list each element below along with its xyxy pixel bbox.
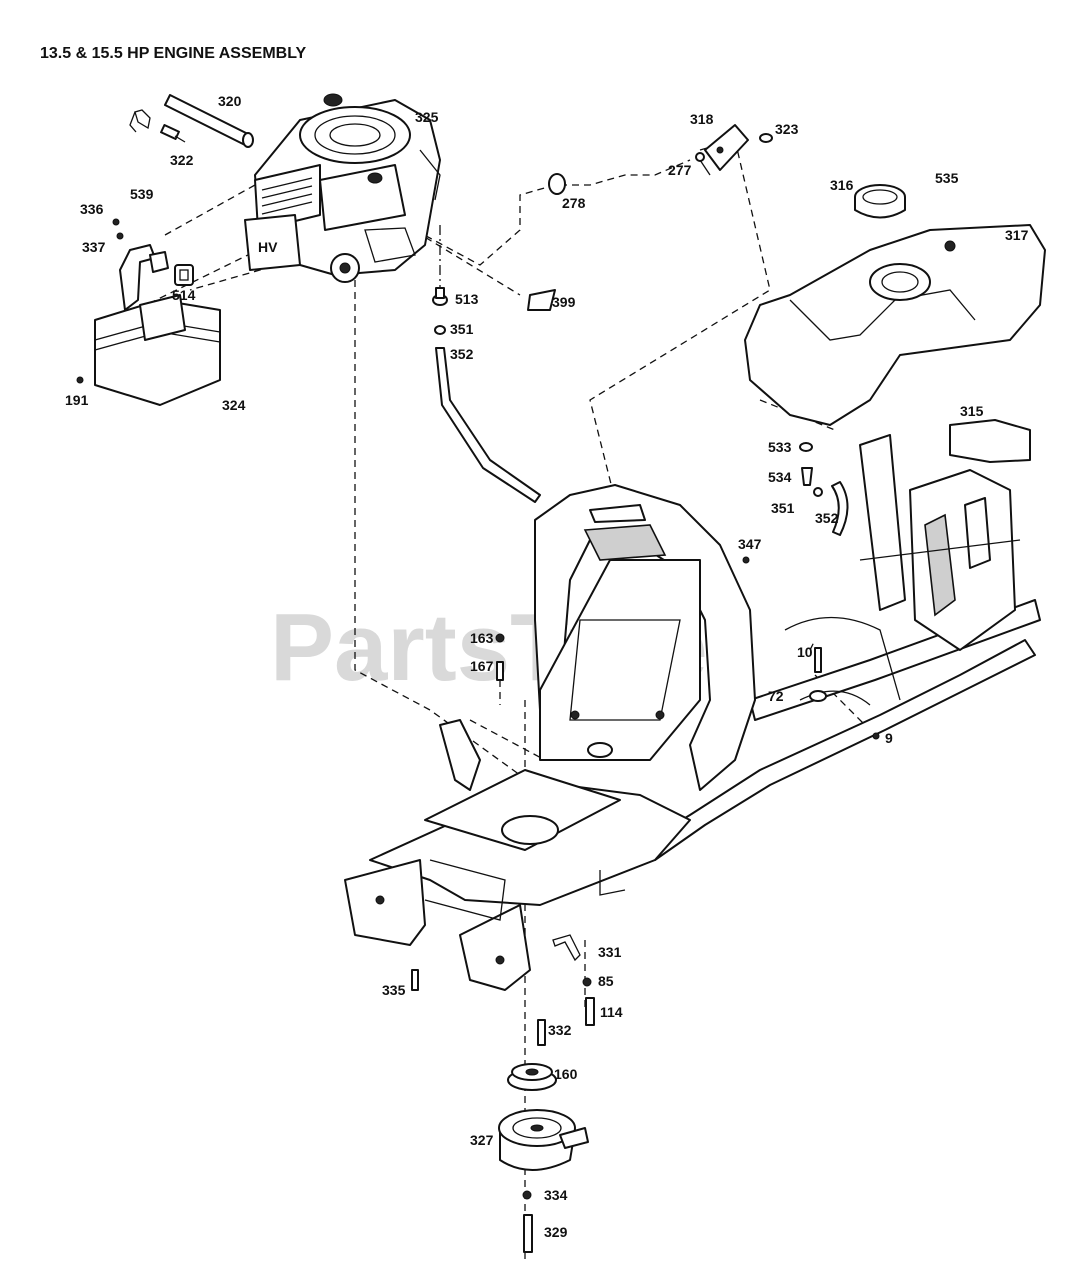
callout-324: 324 xyxy=(222,397,246,413)
plate-315 xyxy=(949,419,1031,463)
callout-347: 347 xyxy=(738,536,762,552)
bolt-335 xyxy=(411,969,419,991)
nut-9 xyxy=(872,732,880,740)
fuel-line-left xyxy=(432,287,541,503)
callout-352-right: 352 xyxy=(815,510,839,526)
callout-114: 114 xyxy=(600,1004,623,1020)
muffler-324 xyxy=(94,244,221,406)
callout-351-left: 351 xyxy=(450,321,474,337)
svg-text:HV: HV xyxy=(258,239,278,255)
callout-316: 316 xyxy=(830,177,854,193)
tube-320 xyxy=(164,94,254,148)
callout-labels: 320 325 539 322 336 337 514 191 324 318 … xyxy=(65,93,1029,1240)
engine-325: HV xyxy=(244,93,441,283)
callout-332: 332 xyxy=(548,1022,572,1038)
callout-278: 278 xyxy=(562,195,586,211)
callout-277: 277 xyxy=(668,162,692,178)
callout-10: 10 xyxy=(797,644,813,660)
callout-9: 9 xyxy=(885,730,893,746)
callout-317: 317 xyxy=(1005,227,1029,243)
callout-85: 85 xyxy=(598,973,614,989)
callout-315: 315 xyxy=(960,403,984,419)
callout-160: 160 xyxy=(554,1066,578,1082)
callout-325: 325 xyxy=(415,109,439,125)
callout-399: 399 xyxy=(552,294,576,310)
callout-539: 539 xyxy=(130,186,154,202)
callout-327: 327 xyxy=(470,1132,494,1148)
grommet-278 xyxy=(548,173,566,195)
callout-163: 163 xyxy=(470,630,494,646)
callout-352-left: 352 xyxy=(450,346,474,362)
callout-534: 534 xyxy=(768,469,792,485)
key-332 xyxy=(537,1019,546,1046)
callout-337: 337 xyxy=(82,239,106,255)
bracket-318 xyxy=(695,124,773,176)
dash-console xyxy=(534,484,756,791)
clip-399 xyxy=(527,289,556,311)
callout-335: 335 xyxy=(382,982,406,998)
screw-336 xyxy=(112,218,120,226)
callout-336: 336 xyxy=(80,201,104,217)
callout-322: 322 xyxy=(170,152,194,168)
pulley-160 xyxy=(507,1063,557,1091)
callout-533: 533 xyxy=(768,439,792,455)
callout-351-right: 351 xyxy=(771,500,795,516)
gasket-514 xyxy=(174,264,194,286)
callout-513: 513 xyxy=(455,291,479,307)
callout-191: 191 xyxy=(65,392,89,408)
clutch-327 xyxy=(498,1109,589,1171)
callout-514: 514 xyxy=(172,287,196,303)
frame-chassis xyxy=(639,434,1041,861)
bolt-167 xyxy=(496,661,504,681)
nut-323 xyxy=(759,133,773,143)
callout-331: 331 xyxy=(598,944,622,960)
diagram-title: 13.5 & 15.5 HP ENGINE ASSEMBLY xyxy=(40,45,307,62)
nut-163 xyxy=(495,633,505,643)
pin-331 xyxy=(552,934,581,962)
callout-72: 72 xyxy=(768,688,784,704)
fuel-cap-316 xyxy=(854,184,906,219)
callout-318: 318 xyxy=(690,111,714,127)
callout-320: 320 xyxy=(218,93,242,109)
callout-535: 535 xyxy=(935,170,959,186)
screw-337 xyxy=(116,232,124,240)
callout-329: 329 xyxy=(544,1224,568,1240)
washer-72 xyxy=(809,690,827,702)
callout-334: 334 xyxy=(544,1187,568,1203)
callout-167: 167 xyxy=(470,658,494,674)
fuel-line-right xyxy=(799,442,849,536)
screw-347 xyxy=(742,556,750,564)
screw-191 xyxy=(76,376,84,384)
washer-85 xyxy=(582,977,592,987)
bolt-329 xyxy=(523,1214,533,1253)
fuel-tank-317 xyxy=(744,224,1046,426)
bolt-10 xyxy=(814,647,822,673)
callout-323: 323 xyxy=(775,121,799,137)
bolt-114 xyxy=(585,997,595,1026)
clip-277 xyxy=(695,152,705,162)
spark-plug-539-322 xyxy=(129,109,186,143)
front-frame xyxy=(344,719,691,991)
washer-334 xyxy=(522,1190,532,1200)
